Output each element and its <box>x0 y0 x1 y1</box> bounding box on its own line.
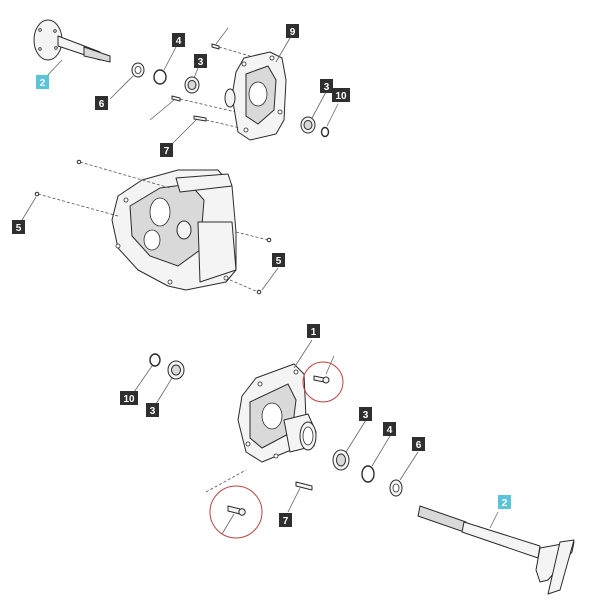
bearing-top <box>184 76 200 94</box>
bearing-bottom-right <box>332 449 350 471</box>
bolt-5-left <box>34 191 40 197</box>
small-ring-top <box>320 126 330 138</box>
svg-text:6: 6 <box>99 99 105 110</box>
tag-6-top: 6 <box>95 96 108 110</box>
bolt-callout-bottom <box>227 505 246 516</box>
circlip-top <box>153 69 167 85</box>
svg-text:2: 2 <box>502 498 508 509</box>
tag-2-top: 2 <box>36 75 49 89</box>
tag-5-left: 5 <box>12 220 25 234</box>
svg-text:10: 10 <box>123 394 135 405</box>
svg-text:3: 3 <box>150 406 156 417</box>
tag-9: 9 <box>286 24 299 38</box>
tag-3-right: 3 <box>320 79 333 93</box>
bolt-7-bottom <box>295 481 313 491</box>
washer-top <box>131 62 145 78</box>
svg-text:6: 6 <box>416 440 422 451</box>
svg-text:1: 1 <box>311 327 317 338</box>
svg-text:4: 4 <box>176 36 182 47</box>
svg-text:4: 4 <box>387 425 393 436</box>
tag-3-bottom-right: 3 <box>359 407 372 421</box>
tag-3-bottom-left: 3 <box>146 403 159 417</box>
svg-text:3: 3 <box>324 82 330 93</box>
tag-5-right: 5 <box>272 253 285 267</box>
gearbox-housing <box>111 169 237 291</box>
bolt-5-right-b <box>256 289 262 295</box>
bolt-5-top <box>76 159 82 165</box>
tag-3-top: 3 <box>194 54 207 68</box>
tag-7-top: 7 <box>160 143 173 157</box>
small-ring-bottom <box>149 353 161 367</box>
flange-housing <box>237 363 317 463</box>
svg-text:5: 5 <box>276 256 282 267</box>
tag-10-top: 10 <box>332 88 350 102</box>
svg-text:7: 7 <box>164 146 170 157</box>
dash-housing-a <box>79 161 171 189</box>
tag-4-bottom: 4 <box>383 422 396 436</box>
dash-housing-d <box>229 279 259 293</box>
washer-bottom <box>389 479 403 497</box>
callout-circle-top <box>302 361 344 403</box>
bolt-callout-top <box>313 375 330 384</box>
circlip-bottom <box>361 465 375 483</box>
housing-cover <box>224 51 287 141</box>
svg-text:9: 9 <box>290 27 296 38</box>
shaft-top <box>33 19 111 63</box>
svg-text:10: 10 <box>335 91 347 102</box>
tag-2-bottom: 2 <box>498 495 511 509</box>
bolt-top-right <box>211 43 251 57</box>
tag-1: 1 <box>307 324 320 338</box>
svg-text:5: 5 <box>16 223 22 234</box>
svg-text:7: 7 <box>283 516 289 527</box>
bolt-top-left <box>171 95 237 113</box>
bolt-5-right-a <box>266 237 272 243</box>
svg-text:3: 3 <box>198 57 204 68</box>
svg-text:3: 3 <box>363 410 369 421</box>
dash-flange-bottom <box>205 469 247 493</box>
bolt-7-top <box>193 115 241 129</box>
callout-circle-bottom <box>209 485 263 539</box>
bearing-top-right <box>300 116 316 134</box>
dash-housing-b <box>37 193 119 217</box>
svg-text:2: 2 <box>40 78 46 89</box>
dash-housing-c <box>235 231 269 241</box>
tag-7-bottom: 7 <box>279 513 292 527</box>
tag-6-bottom: 6 <box>412 437 425 451</box>
tag-10-bottom: 10 <box>120 391 138 405</box>
tag-4-top: 4 <box>172 33 185 47</box>
bearing-bottom-left <box>167 360 185 380</box>
shaft-bottom <box>417 505 575 595</box>
